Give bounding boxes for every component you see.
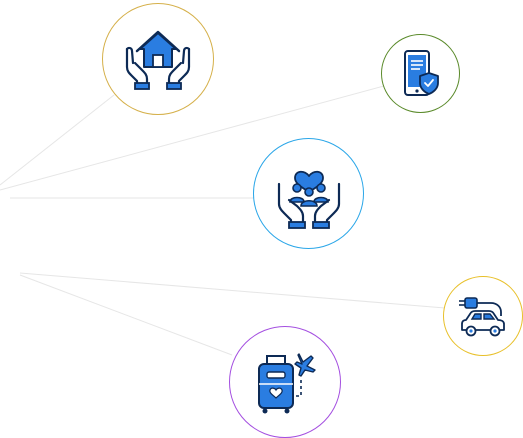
electric-car-bubble — [443, 276, 523, 356]
travel-insurance-bubble — [229, 326, 341, 438]
connector-line-phone — [0, 85, 385, 191]
house-in-hands-icon — [125, 30, 191, 90]
electric-car-plug-icon — [459, 297, 505, 337]
connector-line-travel — [19, 274, 233, 356]
connector-line-ev — [19, 272, 446, 309]
family-care-bubble — [253, 138, 364, 249]
phone-shield-icon — [403, 49, 439, 96]
suitcase-plane-icon — [258, 353, 316, 414]
home-insurance-bubble — [102, 3, 214, 115]
connector-line-home — [0, 94, 115, 186]
device-protection-bubble — [381, 34, 460, 113]
family-heart-hands-icon — [277, 170, 340, 229]
